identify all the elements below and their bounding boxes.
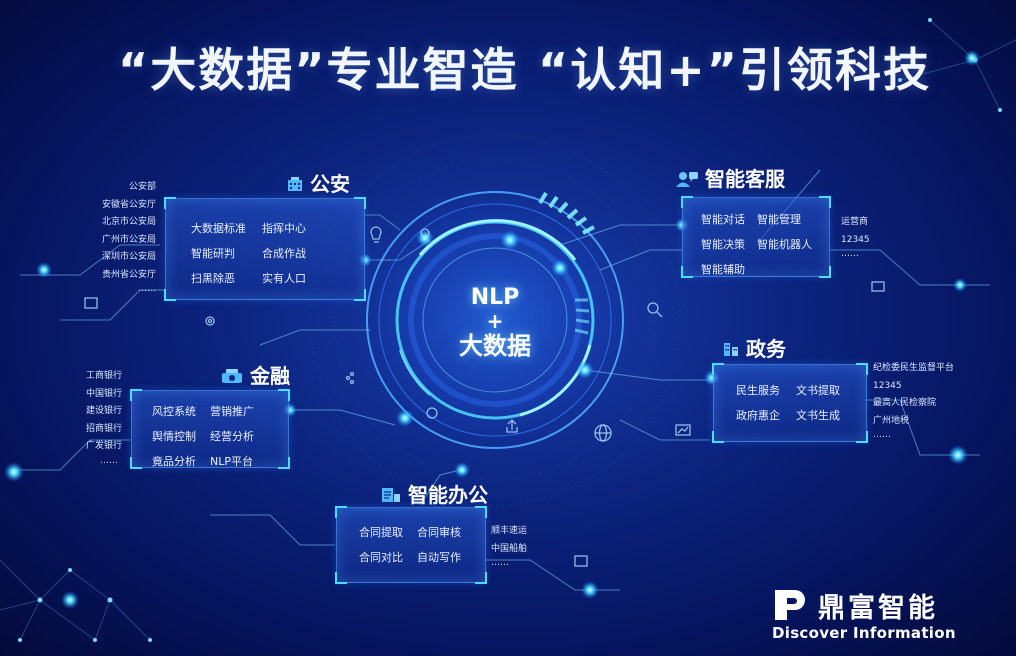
zhengwu-item: 政府惠企 [736,409,780,422]
clients-zhengwu: 纪检委民生监督平台 12345 最高人民检察院 广州地税 …… [873,360,954,440]
client-item: 广发银行 [86,441,123,451]
bangong-item: 合同对比 [359,551,403,564]
finance-icon [220,367,244,385]
section-title-kefu-text: 智能客服 [705,167,785,191]
client-item: 最高人民检察院 [873,398,937,408]
gongan-item: 合成作战 [262,247,306,260]
clients-gongan: 公安部 安徽省公安厅 北京市公安局 广州市公安局 深圳市公安局 贵州省公安厅 …… [66,179,156,294]
client-item: 中国船舶 [491,543,528,554]
jinrong-item: 风控系统 [152,405,196,418]
company-logo: 鼎富智能 Discover Information [772,586,962,646]
panel-kefu: 智能对话 智能管理 智能决策 智能机器人 智能辅助 [681,196,831,278]
jinrong-item: 营销推广 [210,405,254,418]
section-title-jinrong: 金融 [220,363,290,389]
jinrong-item: 经营分析 [210,430,254,443]
kefu-item: 智能管理 [757,213,801,226]
headline-left: “大数据”专业智造 [118,43,519,97]
client-item: 顺丰速运 [491,526,528,536]
panel-jinrong: 风控系统 营销推广 舆情控制 经营分析 竟品分析 NLP平台 [130,389,290,469]
client-item: …… [841,249,859,259]
section-title-zhengwu-text: 政务 [746,337,786,361]
panel-gongan: 大数据标准 指挥中心 智能研判 合成作战 扫黑除恶 实有人口 [164,197,366,301]
bangong-item: 合同提取 [359,526,403,539]
gongan-item: 扫黑除恶 [191,272,235,285]
jinrong-item: 舆情控制 [152,430,196,443]
zhengwu-item: 民生服务 [736,384,780,397]
kefu-item: 智能辅助 [701,263,745,276]
clients-bangong: 顺丰速运 中国船舶 …… [491,523,527,568]
jinrong-item: 竟品分析 [152,455,196,468]
zhengwu-item: 文书提取 [796,384,840,397]
client-item: 贵州省公安厅 [101,269,156,280]
office-document-icon [380,486,402,504]
center-label: NLP + 大数据 [420,285,570,361]
client-item: 公安部 [128,182,156,192]
client-item: 广州市公安局 [101,234,156,245]
section-title-bangong: 智能办公 [380,482,488,508]
gongan-item: 智能研判 [191,247,235,260]
kefu-item: 智能对话 [701,213,745,226]
center-line-nlp: NLP [470,285,520,310]
center-line-plus: + [486,309,504,333]
kefu-item: 智能机器人 [757,238,812,251]
client-item: 招商银行 [86,423,123,434]
zhengwu-item: 文书生成 [796,409,840,422]
bangong-item: 自动写作 [417,551,461,564]
client-item: 12345 [841,234,870,245]
logo-name-cn: 鼎富智能 [818,593,938,624]
kefu-item: 智能决策 [701,238,745,251]
section-title-kefu: 智能客服 [675,166,785,192]
client-item: …… [491,558,509,568]
logo-name-en: Discover Information [772,624,956,642]
client-item: 12345 [873,380,902,391]
client-item: 广州地税 [873,415,910,426]
clients-jinrong: 工商银行 中国银行 建设银行 招商银行 广发银行 …… [86,368,122,466]
center-line-bigdata: 大数据 [459,332,531,360]
gongan-item: 大数据标准 [191,222,246,235]
client-item: 深圳市公安局 [101,252,156,262]
client-item: …… [138,284,156,294]
section-title-gongan: 公安 [286,171,350,197]
building-icon [286,175,304,193]
client-item: 中国银行 [86,388,123,399]
section-title-jinrong-text: 金融 [250,364,290,388]
gongan-item: 实有人口 [262,272,306,285]
jinrong-item: NLP平台 [210,455,253,468]
government-building-icon [722,340,740,358]
gongan-item: 指挥中心 [262,222,306,235]
panel-zhengwu: 民生服务 文书提取 政府惠企 文书生成 [712,363,868,443]
client-item: 工商银行 [86,371,123,381]
bangong-item: 合同审核 [417,526,461,539]
section-title-bangong-text: 智能办公 [408,483,488,507]
client-item: 纪检委民生监督平台 [873,363,955,373]
client-item: …… [873,430,891,440]
logo-mark-icon [775,590,805,620]
client-item: 运营商 [841,217,869,227]
panel-bangong: 合同提取 合同审核 合同对比 自动写作 [335,506,487,584]
client-item: …… [100,455,118,466]
client-item: 安徽省公安厅 [101,199,156,210]
clients-kefu: 运营商 12345 …… [841,214,870,259]
client-item: 建设银行 [86,406,123,416]
headline-right: “认知+”引领科技 [538,43,932,97]
customer-service-icon [675,170,699,188]
client-item: 北京市公安局 [101,217,156,227]
section-title-zhengwu: 政务 [722,336,786,362]
section-title-gongan-text: 公安 [310,172,350,196]
